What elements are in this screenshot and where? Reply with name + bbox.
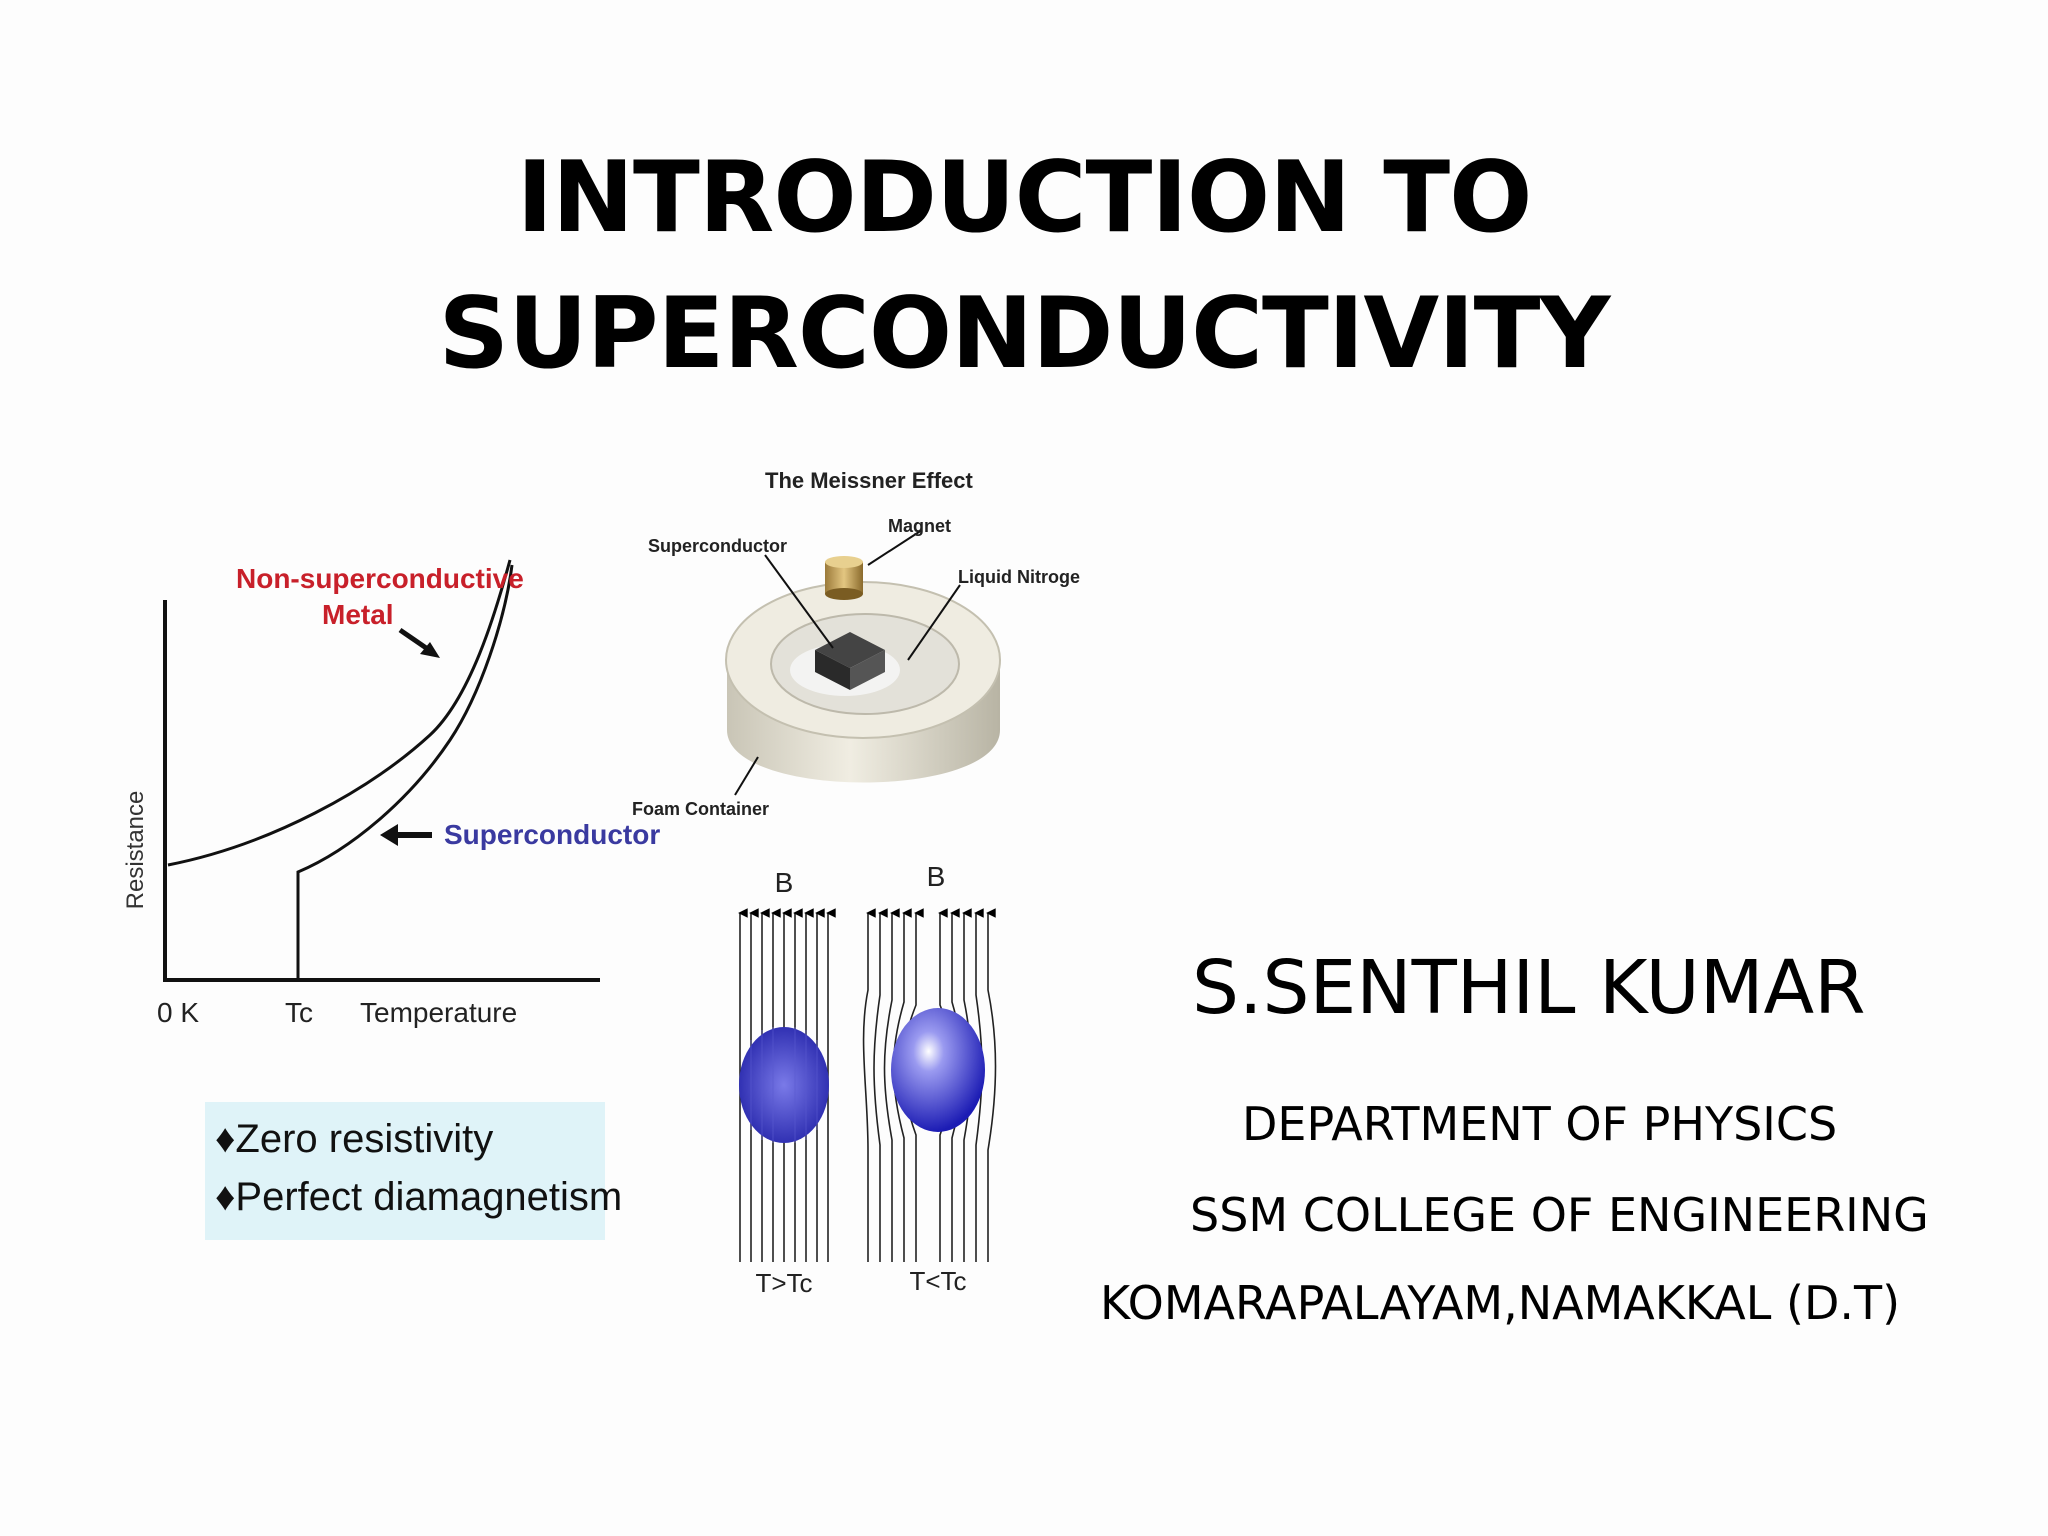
left-field-label: B [775, 867, 794, 898]
title-line-2: SUPERCONDUCTIVITY [438, 277, 1611, 391]
right-field-label: B [927, 861, 946, 892]
slide-title: INTRODUCTION TO SUPERCONDUCTIVITY [0, 130, 2048, 402]
superconductor-label: Superconductor [444, 819, 660, 850]
left-caption: T>Tc [755, 1268, 812, 1298]
resistance-graph: Resistance 0 K Tc Temperature Non-superc… [122, 559, 660, 1028]
properties-box-background [205, 1102, 605, 1240]
metal-curve [167, 559, 512, 867]
field-diagram: B B T>Tc T<Tc [738, 861, 997, 1298]
sphere-normal-state [739, 1027, 829, 1143]
sphere-superconducting-state [891, 1008, 985, 1132]
graph-x-label: Temperature [360, 997, 517, 1028]
label-superconductor: Superconductor [648, 536, 787, 556]
graph-tick-zero: 0 K [157, 997, 199, 1028]
metal-label-line-2: Metal [322, 599, 394, 630]
meissner-diagram: The Meissner Effect Superconductor Magne… [632, 468, 1080, 819]
label-liquid-nitrogen: Liquid Nitroge [958, 567, 1080, 587]
property-item: ♦Perfect diamagnetism [215, 1175, 622, 1219]
label-magnet: Magnet [888, 516, 951, 536]
superconductor-curve [296, 564, 514, 980]
metal-label-line-1: Non-superconductive [236, 563, 524, 594]
label-foam-container: Foam Container [632, 799, 769, 819]
right-caption: T<Tc [909, 1266, 966, 1296]
title-line-1: INTRODUCTION TO [516, 141, 1533, 255]
author-name: S.SENTHIL KUMAR [1192, 945, 1866, 1031]
college-line: SSM COLLEGE OF ENGINEERING [1190, 1188, 1929, 1242]
properties-box: ♦Zero resistivity ♦Perfect diamagnetism [205, 1102, 622, 1240]
department-line: DEPARTMENT OF PHYSICS [1242, 1097, 1838, 1151]
graph-tick-tc: Tc [285, 997, 313, 1028]
graph-y-label: Resistance [122, 791, 149, 910]
address-line: KOMARAPALAYAM,NAMAKKAL (D.T) [1100, 1276, 1901, 1330]
property-item: ♦Zero resistivity [215, 1117, 493, 1161]
meissner-title: The Meissner Effect [765, 468, 974, 493]
